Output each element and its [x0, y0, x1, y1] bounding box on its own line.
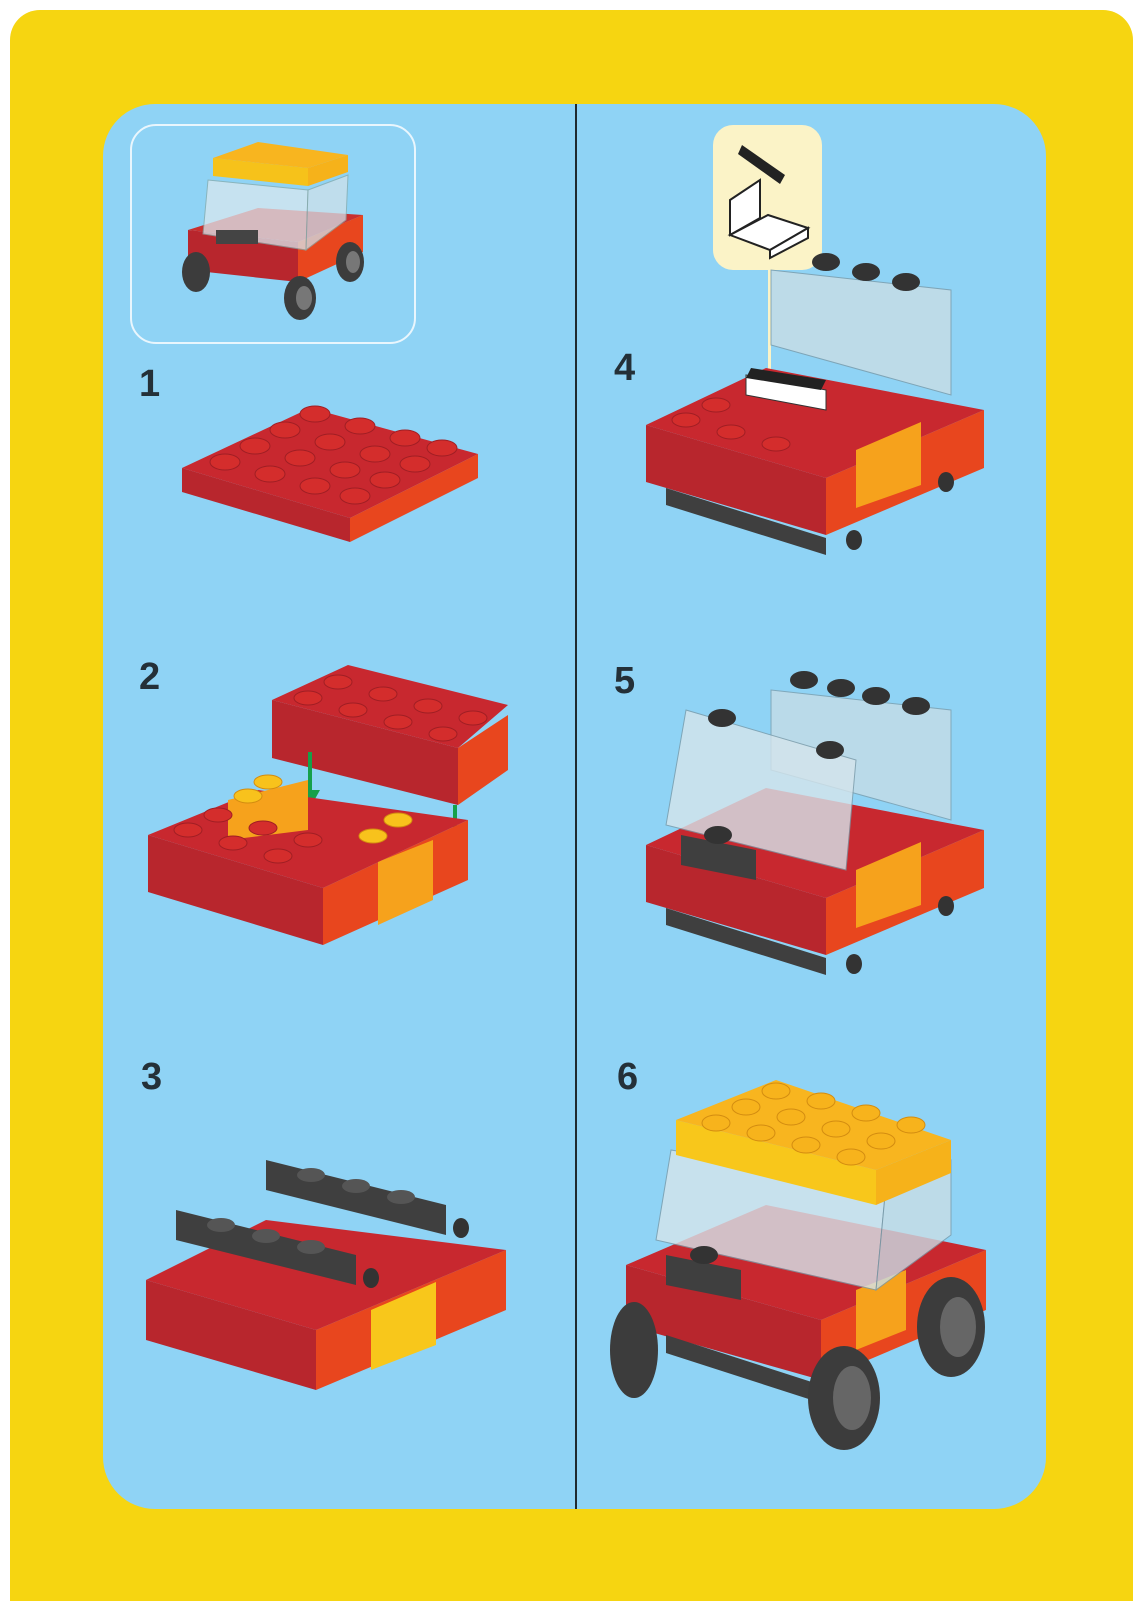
- step-number-3: 3: [141, 1058, 162, 1096]
- complete-car-icon: [606, 1065, 996, 1465]
- windshield-seat-icon: [626, 250, 986, 570]
- seat-piece-icon: [720, 140, 820, 255]
- finished-car-icon: [178, 130, 378, 330]
- chassis-axles-icon: [146, 1150, 506, 1390]
- red-plate-icon: [180, 390, 480, 550]
- column-divider: [575, 104, 577, 1509]
- step-number-1: 1: [139, 365, 160, 403]
- stack-bricks-icon: [148, 640, 508, 970]
- front-window-icon: [626, 670, 986, 1000]
